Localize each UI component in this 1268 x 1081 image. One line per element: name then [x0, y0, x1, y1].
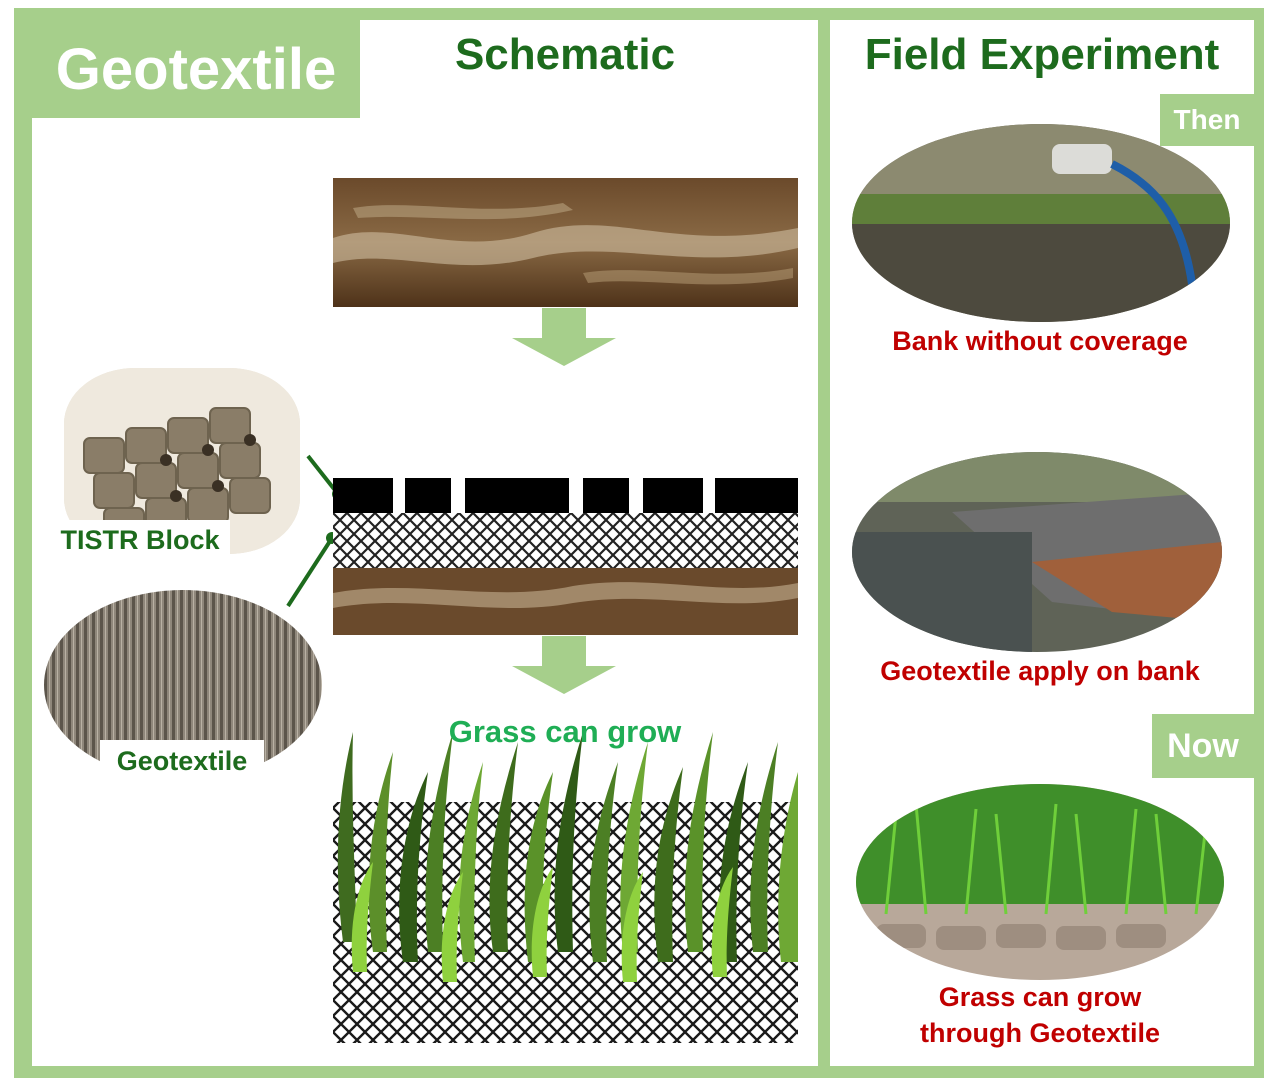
tistr-block-label: TISTR Block	[50, 520, 230, 560]
now-badge: Now	[1152, 714, 1254, 778]
then-label: Then	[1173, 104, 1241, 135]
then-badge: Then	[1160, 94, 1254, 146]
frame-left	[14, 8, 32, 1078]
frame-bottom	[14, 1066, 1264, 1078]
tistr-block-photo	[64, 368, 300, 554]
bank-without-coverage-photo	[852, 124, 1230, 322]
grass-through-mesh-illustration	[333, 712, 798, 1043]
grass-can-grow-label: Grass can grow	[448, 714, 682, 749]
geotextile-label: Geotextile	[100, 740, 264, 782]
geotextile-apply-caption: Geotextile apply on bank	[880, 656, 1200, 686]
grass-through-geotextile-photo	[856, 784, 1224, 980]
geotextile-apply-photo	[852, 452, 1222, 652]
page-title-text: Geotextile	[55, 36, 337, 102]
grass-through-geotextile-caption-line2: through Geotextile	[919, 1018, 1160, 1048]
schematic-heading: Schematic	[454, 30, 676, 79]
frame-top	[14, 8, 1264, 20]
bank-without-coverage-caption: Bank without coverage	[892, 326, 1188, 356]
grass-through-geotextile-caption-line1: Grass can grow	[938, 982, 1142, 1012]
geotextile-mesh-layer	[333, 513, 798, 568]
down-arrow-icon	[512, 636, 616, 696]
frame-right	[1254, 8, 1264, 1078]
down-arrow-icon	[512, 308, 616, 368]
soil-layer-top	[333, 178, 798, 307]
field-experiment-heading: Field Experiment	[864, 30, 1220, 79]
page-title: Geotextile	[32, 20, 360, 118]
tistr-block-layer	[333, 478, 798, 513]
now-label: Now	[1167, 726, 1239, 765]
soil-layer-bottom	[333, 568, 798, 635]
frame-divider	[818, 8, 830, 1078]
